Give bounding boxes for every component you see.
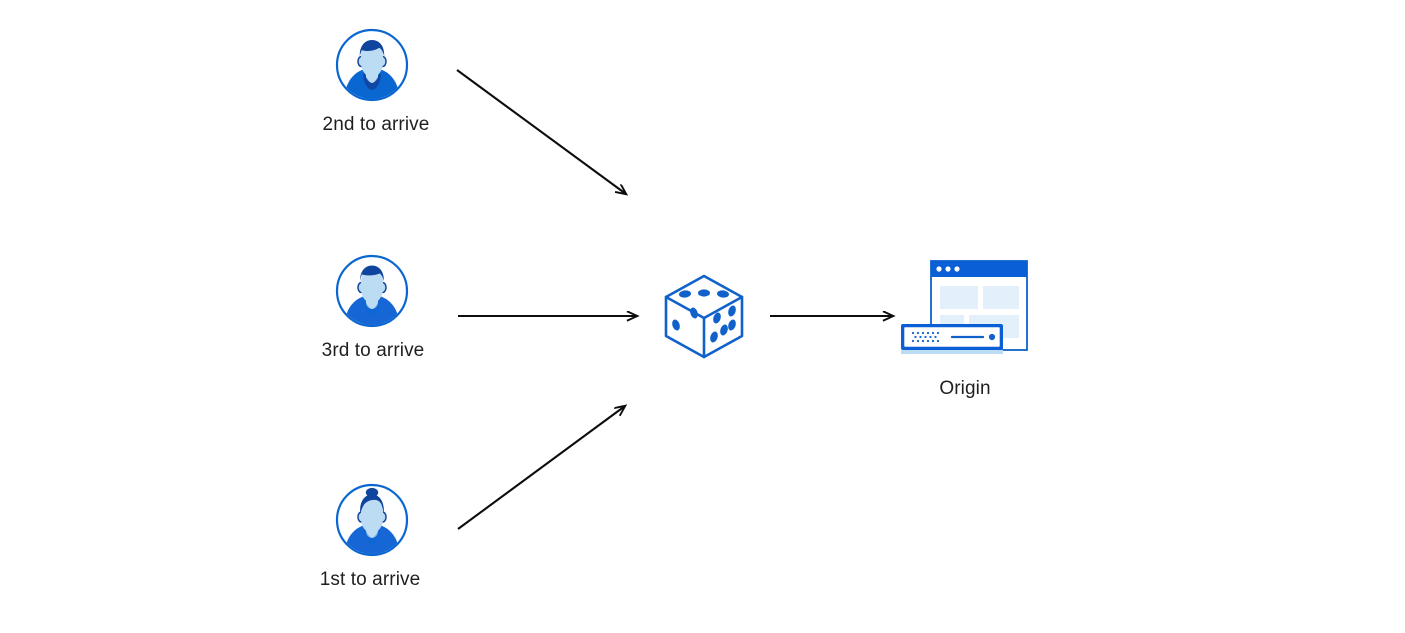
- dice-cube-icon: [664, 274, 744, 359]
- node-dice[interactable]: [658, 268, 750, 360]
- origin-server-icon: [901, 260, 1028, 354]
- label-visitor-2nd: 2nd to arrive: [322, 114, 430, 135]
- arrow-2nd-to-dice: [456, 69, 626, 194]
- node-visitor-2nd[interactable]: [335, 28, 409, 102]
- label-visitor-3rd: 3rd to arrive: [321, 340, 425, 361]
- node-origin[interactable]: [895, 258, 1028, 358]
- user-avatar-short-hair-icon: [335, 28, 409, 102]
- server-device-icon: [901, 324, 1003, 354]
- user-avatar-bun-hair-icon: [335, 483, 409, 557]
- label-visitor-1st: 1st to arrive: [319, 569, 421, 590]
- node-visitor-1st[interactable]: [335, 483, 409, 557]
- label-origin: Origin: [939, 378, 991, 399]
- user-avatar-short-hair-icon: [335, 254, 409, 328]
- node-visitor-3rd[interactable]: [335, 254, 409, 328]
- arrow-1st-to-dice: [457, 406, 625, 530]
